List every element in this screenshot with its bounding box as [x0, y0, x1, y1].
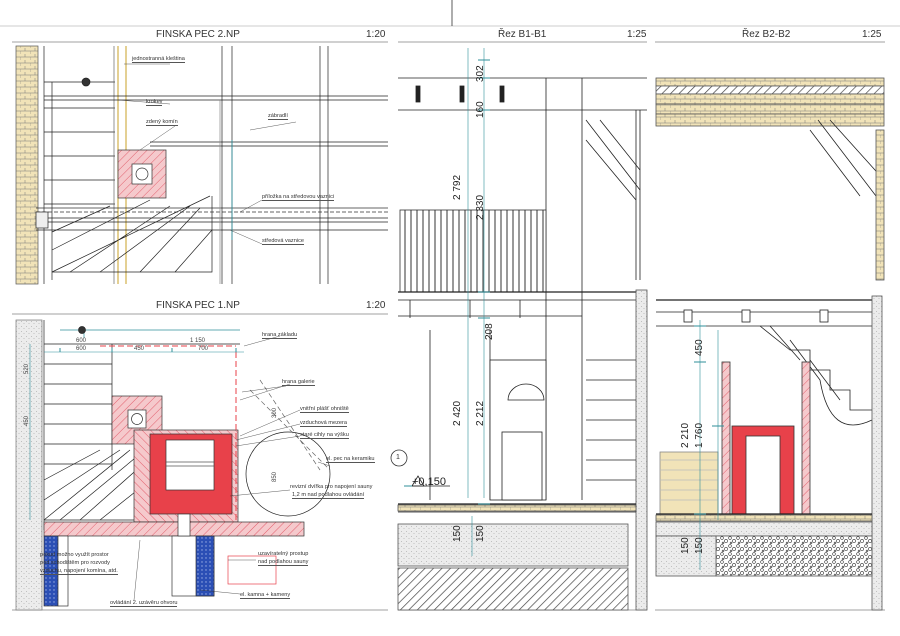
- note-kleština: jednostranná kleština: [132, 56, 185, 64]
- dim-450-v: 450: [24, 415, 30, 426]
- note-prostor-3: vzduchu, napojení komína, atd.: [40, 568, 118, 576]
- note-el-kamna: el. kamna + kameny: [240, 592, 291, 600]
- dim-2420: 2 420: [452, 400, 463, 426]
- note-prostor-1: pokud možno využít prostor: [40, 552, 109, 558]
- panel-scale-bottom-left: 1:20: [366, 300, 386, 311]
- dim-600-b: 600: [76, 346, 87, 352]
- note-krokev: krokev: [146, 99, 163, 107]
- dim-600-a: 600: [76, 338, 87, 344]
- note-nad-podlahou: nad podlahou sauny: [258, 559, 309, 567]
- dim-b2-150-b: 150: [694, 537, 705, 554]
- note-hrana-galerie: hrana galerie: [282, 379, 315, 387]
- note-vzduchova-mezera: vzduchová mezera: [300, 420, 347, 428]
- note-komin: zdený komín: [146, 119, 178, 127]
- dim-520: 520: [24, 363, 30, 374]
- panel-title-b1: Řez B1-B1: [498, 29, 547, 40]
- section-marker: [390, 449, 408, 467]
- dim-208: 208: [484, 323, 495, 340]
- plan-1np: [15, 319, 331, 611]
- note-vnitrni-plast: vnitřní plášť ohniště: [300, 406, 349, 414]
- level-mark: +0,150: [412, 476, 446, 488]
- dim-700: 700: [198, 346, 209, 352]
- note-el-pec: el. pec na keramiku: [326, 456, 375, 464]
- panel-scale-b2: 1:25: [862, 29, 882, 40]
- note-hrana-zakladu: hrana základu: [262, 332, 298, 340]
- panel-title-bottom-left: FINSKA PEC 1.NP: [156, 300, 240, 311]
- dim-2330: 2 330: [475, 194, 486, 220]
- note-ovladani-vyska: 1,2 m nad podlahou ovládání: [292, 492, 365, 500]
- panel-scale-b1: 1:25: [627, 29, 647, 40]
- panel-scale-top-left: 1:20: [366, 29, 386, 40]
- note-vaznice: středová vaznice: [262, 238, 304, 246]
- plan-2np: [15, 45, 388, 285]
- dim-2212: 2 212: [475, 400, 486, 426]
- dim-2792: 2 792: [452, 174, 463, 200]
- dim-302: 302: [475, 65, 486, 82]
- note-revizni-dvirka: revizní dvířka pro napojení sauny: [290, 484, 373, 490]
- note-prostor-2: pod schodištěm pro rozvody: [40, 560, 110, 566]
- dim-150-b: 150: [475, 525, 486, 542]
- dim-850: 850: [272, 471, 278, 482]
- note-prostup: uzavíratelný prostup: [258, 551, 309, 557]
- dim-b2-150-a: 150: [680, 537, 691, 554]
- note-ovladani-uzaveru: ovládání 2. uzávěru ohvoru: [110, 600, 178, 608]
- dim-160: 160: [475, 101, 486, 118]
- dim-450: 450: [134, 346, 145, 352]
- note-prilozka: příložka na středovou vaznici: [262, 194, 335, 202]
- section-b2: [655, 77, 885, 611]
- dim-1150: 1 150: [190, 338, 206, 344]
- dim-b2-1760: 1 760: [694, 422, 705, 448]
- dim-b2-2210: 2 210: [680, 422, 691, 448]
- dim-150-a: 150: [452, 525, 463, 542]
- panel-title-b2: Řez B2-B2: [742, 29, 791, 40]
- dim-300: 300: [272, 407, 278, 418]
- panel-title-top-left: FINSKA PEC 2.NP: [156, 29, 240, 40]
- note-stare-cihly: staré cihly na výšku: [300, 432, 349, 440]
- dim-b2-450: 450: [694, 339, 705, 356]
- section-b1: [397, 77, 648, 611]
- note-zabradli: zábradlí: [268, 113, 288, 121]
- section-marker-label: 1: [396, 454, 400, 461]
